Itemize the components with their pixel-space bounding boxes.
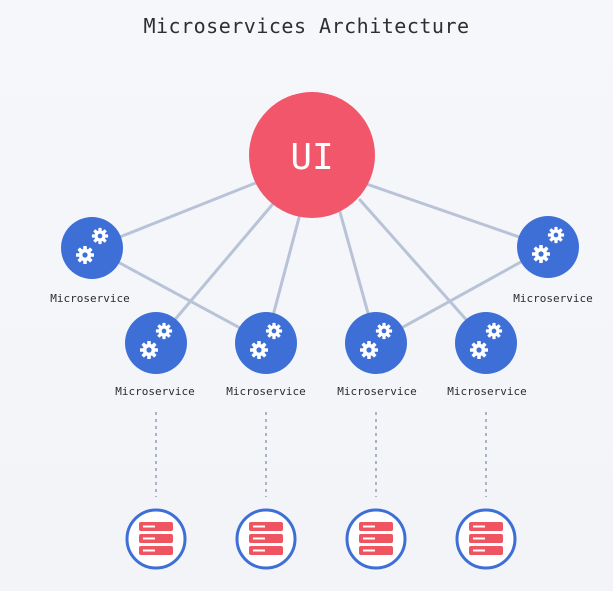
gear-icon (547, 226, 565, 244)
ui-label: UI (290, 137, 333, 178)
database-node (235, 508, 297, 570)
microservice-node (455, 312, 517, 374)
database-icon (249, 522, 283, 555)
connector-ui-ms5 (358, 198, 488, 344)
gear-icon (485, 322, 503, 340)
connector-ms6-ms4 (374, 245, 550, 344)
database-icon (359, 522, 393, 555)
gear-icon (155, 322, 173, 340)
gear-icon (470, 341, 488, 359)
gear-icon (76, 246, 94, 264)
ui-node: UI (249, 92, 375, 218)
microservice-node (125, 312, 187, 374)
microservice-node (61, 217, 123, 279)
microservice-label: Microservice (50, 292, 129, 305)
gear-icon (91, 227, 109, 245)
microservice-label: Microservice (447, 385, 526, 398)
gear-icon (265, 322, 283, 340)
connector-ms1-ms3 (90, 246, 268, 344)
connector-ui-ms6 (353, 178, 550, 249)
database-node (345, 508, 407, 570)
database-node (455, 508, 517, 570)
gear-icon (532, 245, 550, 263)
db-dotted-lines (155, 412, 487, 497)
microservice-node (345, 312, 407, 374)
database-node (125, 508, 187, 570)
gear-icon (360, 341, 378, 359)
gear-icon (375, 322, 393, 340)
microservice-node (235, 312, 297, 374)
microservice-label: Microservice (337, 385, 416, 398)
gear-icon (140, 341, 158, 359)
gear-icon (250, 341, 268, 359)
database-icon (139, 522, 173, 555)
microservice-label: Microservice (513, 292, 592, 305)
microservice-label: Microservice (226, 385, 305, 398)
database-icon (469, 522, 503, 555)
microservice-node (517, 216, 579, 278)
connector-lines (90, 178, 550, 344)
diagram-title: Microservices Architecture (143, 14, 470, 38)
microservice-label: Microservice (115, 385, 194, 398)
